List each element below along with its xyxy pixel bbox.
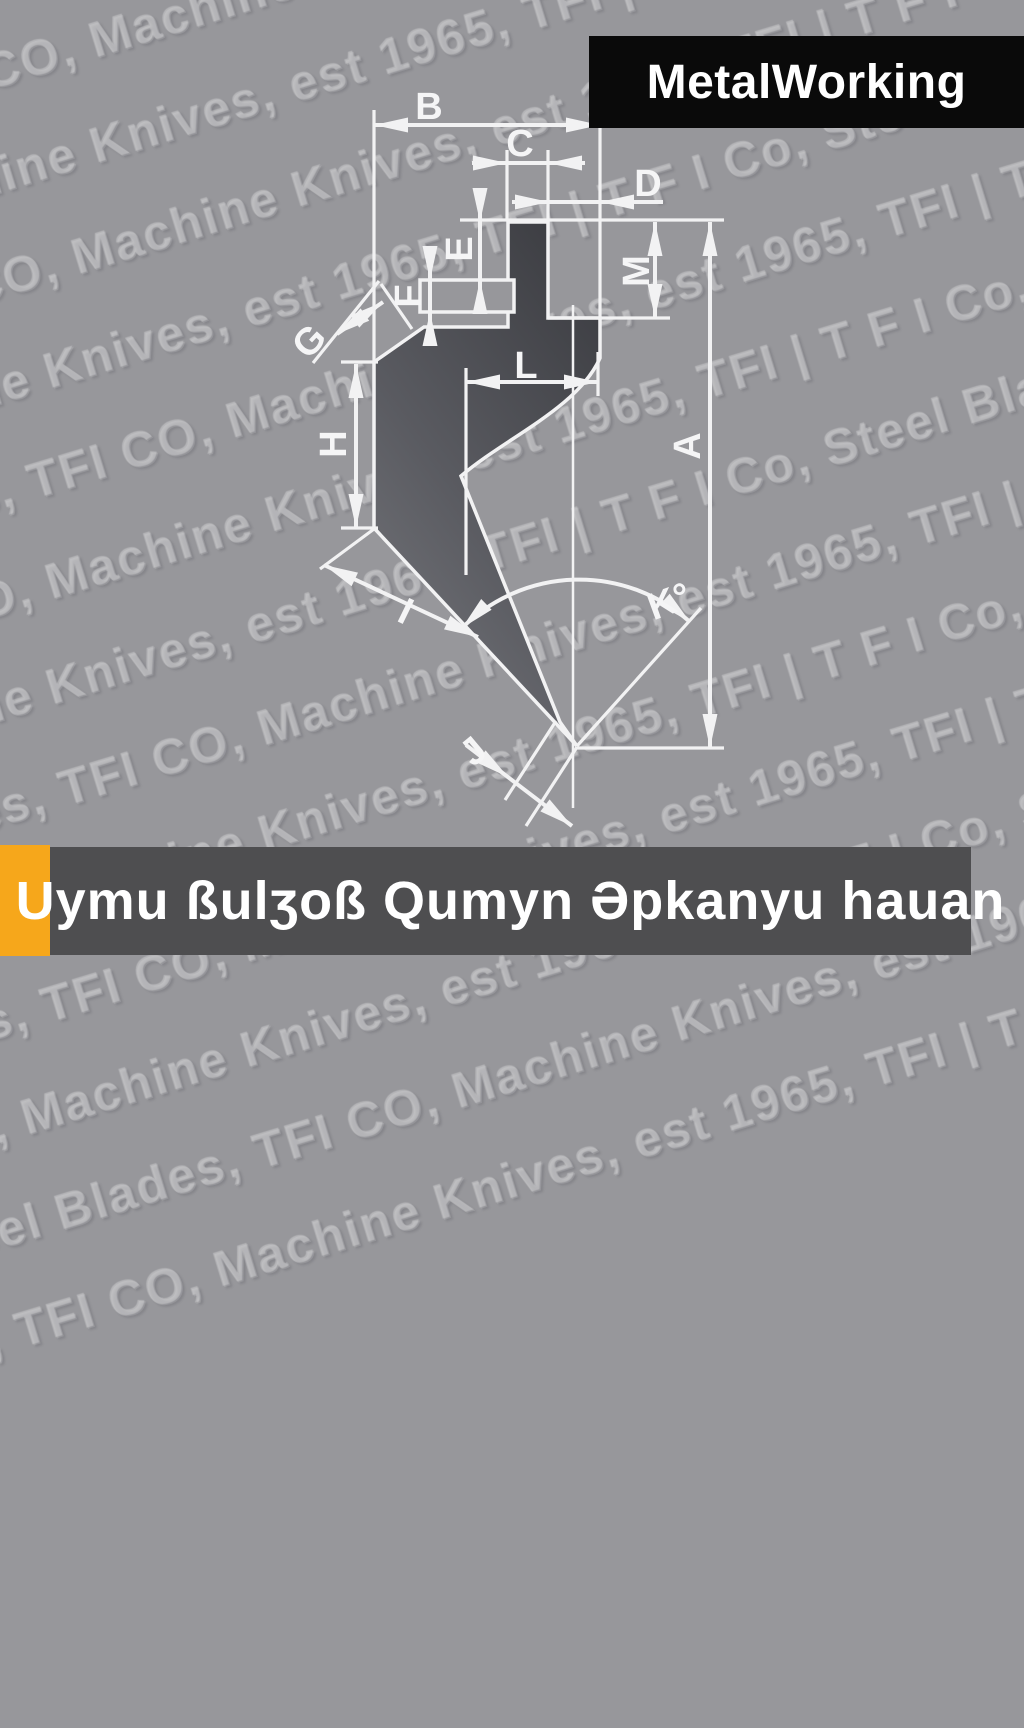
accent-yellow-block [0, 845, 50, 956]
logo-text: MetalWorking [646, 55, 967, 109]
logo-box: MetalWorking [589, 36, 1024, 128]
dim-label-h: H [313, 430, 355, 457]
dim-label-f: F [388, 284, 430, 307]
dim-label-e: E [439, 236, 481, 261]
dim-label-b: B [415, 86, 442, 128]
dim-label-d: D [634, 163, 661, 205]
caption-text: Uymu ßulʒoß Qumyn Әpkanyu hauan [15, 871, 1006, 931]
clamp-tab-outline [418, 278, 516, 314]
dim-label-a: A [667, 432, 709, 459]
dim-label-c: C [506, 123, 533, 165]
technical-drawing: B C D L E F G H M A I J K° [284, 86, 724, 828]
poster-canvas: { "logo": { "text": "MetalWorking" }, "b… [0, 0, 1024, 1463]
dim-label-l: L [514, 345, 537, 387]
caption-banner: Uymu ßulʒoß Qumyn Әpkanyu hauan [16, 847, 1004, 955]
extension-lines [311, 110, 724, 827]
dim-label-m: M [616, 255, 658, 287]
dim-label-g: G [284, 317, 335, 367]
dimension-arrowheads [324, 117, 718, 826]
